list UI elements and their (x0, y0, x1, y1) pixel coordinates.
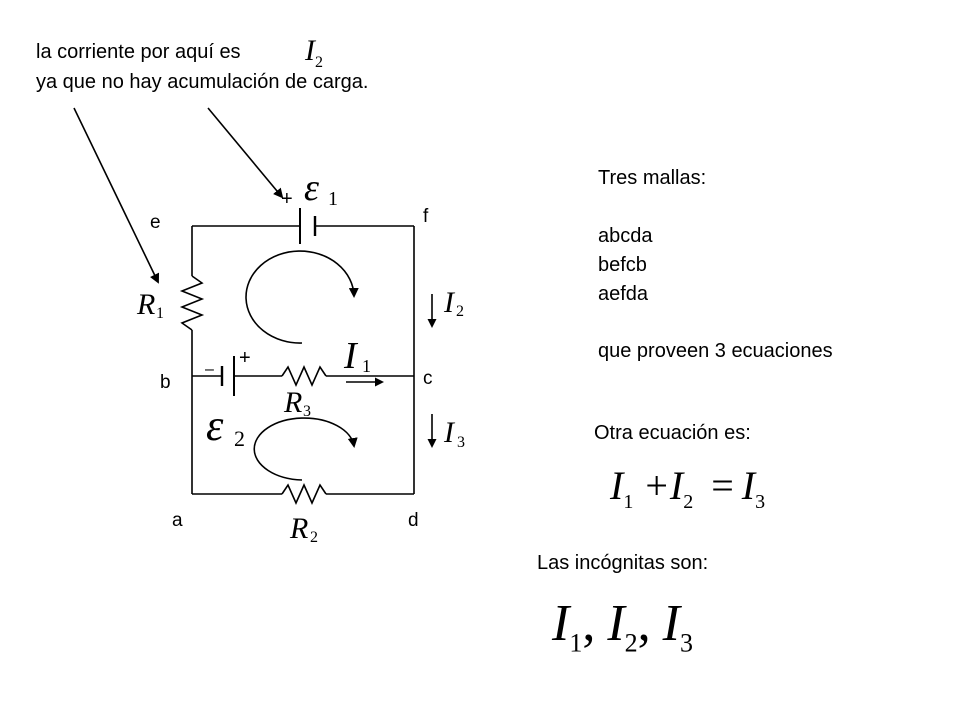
resistor-r1 (179, 275, 205, 331)
other-equation-label: Otra ecuación es: (594, 422, 751, 444)
r3-label: R (283, 386, 302, 419)
i1-subscript: 1 (362, 356, 371, 376)
emf1-plus-sign: + (281, 188, 293, 210)
junction-equation: I1 +I2 =I3 (610, 463, 766, 513)
annotation-line-1: la corriente por aquí es (36, 42, 241, 62)
node-e: e (150, 212, 161, 233)
i1-label: I (343, 335, 359, 377)
emf2-plus-sign: + (239, 347, 251, 369)
mesh-item-2: befcb (598, 254, 647, 276)
r2-subscript: 2 (310, 529, 318, 546)
meshes-title: Tres mallas: (598, 167, 707, 189)
mesh-item-1: abcda (598, 225, 653, 247)
annotation-current-symbol: I2 (305, 34, 323, 71)
annotation-text-1: la corriente por aquí es (36, 41, 241, 63)
mesh-loop-lower (253, 417, 358, 481)
mesh-item-3: aefda (598, 283, 649, 305)
mesh-loop-upper (245, 250, 359, 344)
r1-subscript: 1 (156, 305, 164, 322)
unknowns-list: I1,I2,I3 (552, 595, 693, 658)
emf2-subscript: 2 (234, 426, 245, 451)
meshes-conclusion: que proveen 3 ecuaciones (598, 340, 833, 362)
annotation-arrow-right (207, 107, 284, 199)
r1-label: R (136, 288, 155, 321)
i3-subscript: 3 (457, 434, 465, 451)
node-b: b (160, 372, 171, 393)
r2-label: R (289, 512, 308, 545)
emf2-label: ε (206, 401, 224, 450)
i3-label: I (443, 416, 456, 449)
i2-subscript: 2 (456, 303, 464, 320)
unknowns-label: Las incógnitas son: (537, 552, 709, 574)
node-c: c (423, 368, 433, 389)
node-f: f (423, 206, 429, 227)
node-d: d (408, 510, 419, 531)
i2-label: I (443, 286, 456, 319)
resistor-r3 (281, 365, 327, 387)
emf1-subscript: 1 (328, 188, 338, 210)
annotation-arrow-left (73, 107, 160, 284)
annotation-line-2: ya que no hay acumulación de carga. (36, 72, 368, 92)
annotation-text-2: ya que no hay acumulación de carga. (36, 71, 369, 93)
r3-subscript: 3 (303, 403, 311, 420)
emf1-label: ε (304, 167, 319, 209)
emf2-minus-sign: – (205, 361, 214, 378)
node-a: a (172, 510, 183, 531)
resistor-r2 (281, 483, 327, 505)
